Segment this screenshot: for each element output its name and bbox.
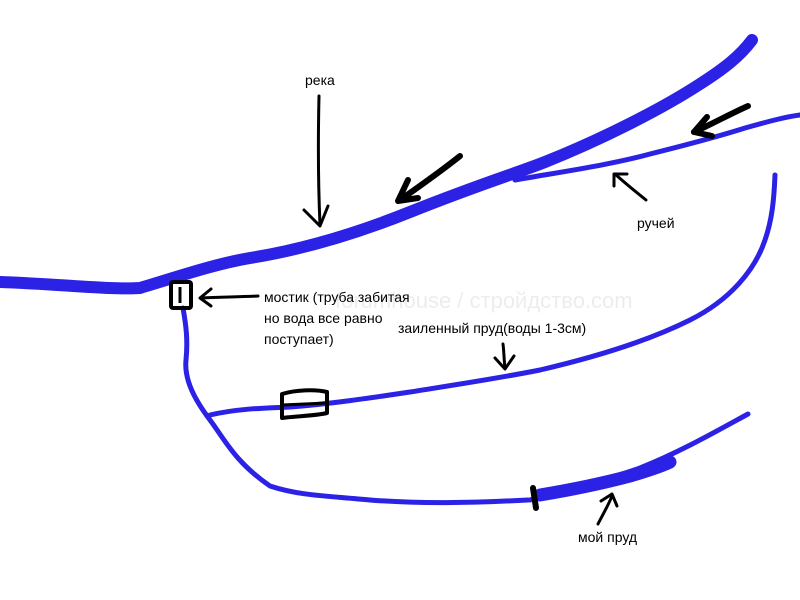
bridge-marker <box>169 280 193 310</box>
bridge-label-line-2: но вода все равно <box>264 310 383 326</box>
river-label: река <box>305 72 335 88</box>
my-pond-label-arrow <box>596 492 619 526</box>
stream-flow-arrow <box>691 103 751 139</box>
bridge-label-line-3: поступает) <box>264 331 334 347</box>
river-flow-arrow <box>395 153 463 204</box>
my-pond-body <box>533 455 677 502</box>
stream-line <box>512 112 800 183</box>
my-pond-label: мой пруд <box>578 529 638 545</box>
bridge-label-line-1: мостик (труба забитая <box>264 289 410 305</box>
river-label-arrow <box>302 94 330 228</box>
silted-pond-line <box>207 172 778 418</box>
watermark-text: forumhouse / стройдство.com <box>335 288 633 313</box>
stream-label-arrow <box>612 172 648 202</box>
silted-pond-label: заиленный пруд(воды 1-3см) <box>398 320 587 336</box>
river-line <box>0 34 758 295</box>
my-pond-dam <box>530 485 539 511</box>
channel-line <box>180 305 531 506</box>
stream-label: ручей <box>637 215 675 231</box>
silted-pond-label-arrow <box>493 342 516 371</box>
bridge-label-arrow <box>198 287 260 308</box>
bridge-label: мостик (труба забитая но вода все равно … <box>264 287 410 350</box>
silted-pond-dam <box>280 388 329 420</box>
